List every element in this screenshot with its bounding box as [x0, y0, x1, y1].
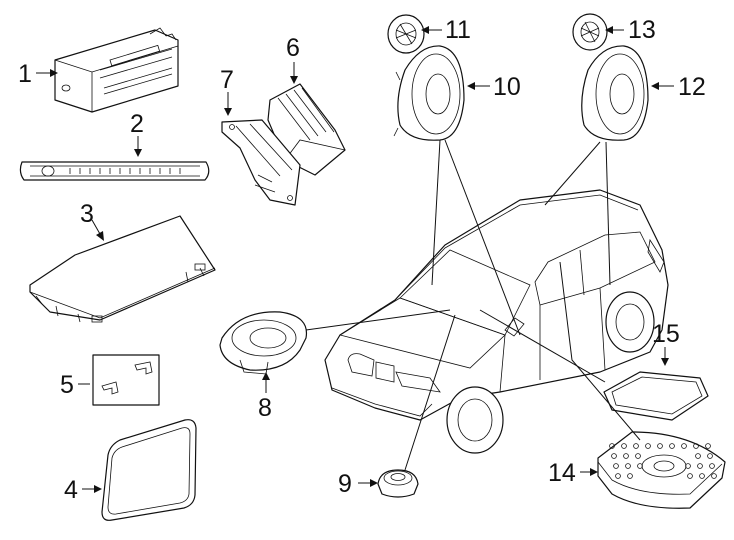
vent-hole [613, 463, 619, 469]
callout-labels: 1 2 3 4 5 6 7 8 9 10 11 12 13 14 15 [18, 16, 706, 504]
callout-13: 13 [628, 16, 656, 44]
vent-hole [705, 443, 711, 449]
vent-hole [681, 443, 687, 449]
vent-hole [695, 453, 701, 459]
vent-hole [623, 453, 629, 459]
vent-hole [699, 473, 705, 479]
head-unit [54, 27, 179, 113]
callout-3: 3 [80, 200, 94, 228]
vent-hole [625, 463, 631, 469]
callout-1: 1 [18, 60, 32, 88]
callout-7: 7 [220, 66, 234, 94]
midrange-speaker [219, 311, 308, 375]
callout-6: 6 [286, 34, 300, 62]
mounting-bracket [221, 119, 301, 206]
vent-hole [707, 453, 713, 459]
vent-hole [633, 443, 639, 449]
vent-hole [637, 463, 643, 469]
front-tweeter [387, 14, 425, 54]
callout-12: 12 [678, 73, 706, 101]
vent-hole [627, 473, 633, 479]
vehicle-outline [324, 189, 669, 454]
callout-2: 2 [130, 110, 144, 138]
callout-14: 14 [548, 459, 576, 487]
vent-hole [711, 473, 717, 479]
callout-11: 11 [445, 16, 471, 44]
vent-hole [687, 473, 693, 479]
control-panel-strip [19, 161, 210, 181]
vent-hole [635, 453, 641, 459]
callout-8: 8 [258, 394, 272, 422]
speaker-grille-plate [603, 371, 709, 421]
vent-hole [615, 473, 621, 479]
callout-10: 10 [493, 73, 521, 101]
vent-hole [685, 463, 691, 469]
vent-hole [693, 443, 699, 449]
callout-15: 15 [652, 320, 680, 348]
vent-hole [609, 443, 615, 449]
center-tweeter [377, 469, 419, 498]
display-screen [101, 419, 197, 521]
rear-tweeter [572, 13, 608, 51]
subwoofer [597, 431, 726, 509]
front-door-speaker [393, 45, 465, 141]
location-leaders [305, 139, 641, 471]
callout-9: 9 [338, 470, 352, 498]
vent-hole [657, 443, 663, 449]
callout-arrows [36, 26, 674, 493]
vent-hole [669, 443, 675, 449]
cover-panel [29, 215, 216, 323]
rear-door-speaker [581, 45, 649, 141]
vent-hole [611, 453, 617, 459]
callout-5: 5 [60, 371, 74, 399]
vent-hole [645, 443, 651, 449]
vent-hole [697, 463, 703, 469]
vent-hole [621, 443, 627, 449]
vent-hole [709, 463, 715, 469]
bracket-set [92, 354, 160, 406]
callout-4: 4 [64, 476, 78, 504]
